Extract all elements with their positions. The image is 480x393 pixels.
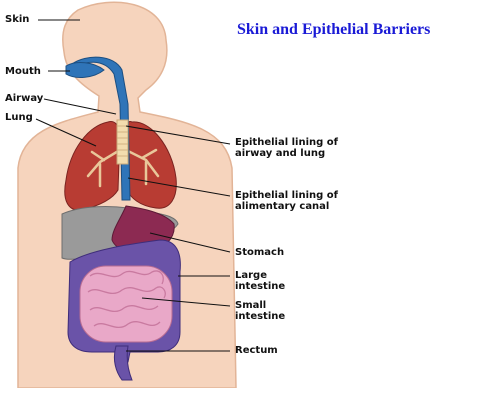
label-skin: Skin <box>5 14 29 25</box>
diagram-title: Skin and Epithelial Barriers <box>237 21 430 39</box>
label-rectum: Rectum <box>235 345 278 356</box>
label-epithelial-airway: Epithelial lining of airway and lung <box>235 137 338 159</box>
label-large-intestine-line2: intestine <box>235 281 285 292</box>
label-epithelial-airway-line2: airway and lung <box>235 148 338 159</box>
label-small-intestine-line1: Small <box>235 300 285 311</box>
label-large-intestine-line1: Large <box>235 270 285 281</box>
label-epithelial-alimentary: Epithelial lining of alimentary canal <box>235 190 338 212</box>
small-intestine <box>80 266 172 342</box>
label-mouth: Mouth <box>5 66 41 77</box>
label-stomach: Stomach <box>235 247 284 258</box>
label-small-intestine: Small intestine <box>235 300 285 322</box>
label-airway: Airway <box>5 93 43 104</box>
label-epithelial-airway-line1: Epithelial lining of <box>235 137 338 148</box>
label-small-intestine-line2: intestine <box>235 311 285 322</box>
label-epithelial-alimentary-line2: alimentary canal <box>235 201 338 212</box>
label-lung: Lung <box>5 112 33 123</box>
label-large-intestine: Large intestine <box>235 270 285 292</box>
label-epithelial-alimentary-line1: Epithelial lining of <box>235 190 338 201</box>
